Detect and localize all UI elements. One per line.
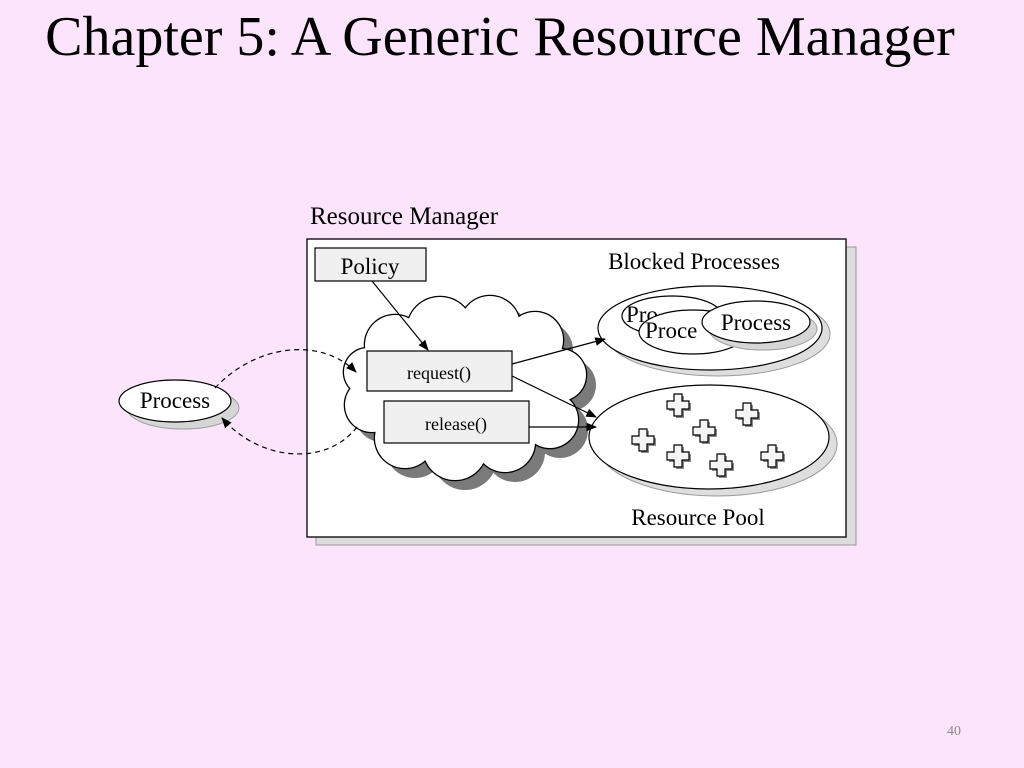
blocked-label: Blocked Processes [608,249,780,274]
release-return-to-process [221,417,358,455]
pool-label: Resource Pool [631,505,765,530]
process-to-request-call [214,349,357,389]
release-box [383,400,530,444]
page-number: 40 [947,724,961,739]
slide-title: Chapter 5: A Generic Resource Manager [45,6,955,68]
release-label: release() [425,414,487,435]
svg-text:Process: Process [721,310,791,335]
client-process: Process [118,379,240,430]
request-label: request() [407,363,471,384]
policy-to-request-arrow [371,280,429,351]
blocked-process-3: Process [701,300,818,351]
svg-text:Process: Process [140,388,210,413]
manager-label: Resource Manager [310,203,499,230]
svg-text:Proce: Proce [645,318,697,343]
policy-box [314,247,427,282]
request-to-pool-arrow [511,375,597,418]
policy-label: Policy [341,254,400,279]
request-to-blocked-arrow [511,337,607,365]
request-box [366,350,513,392]
